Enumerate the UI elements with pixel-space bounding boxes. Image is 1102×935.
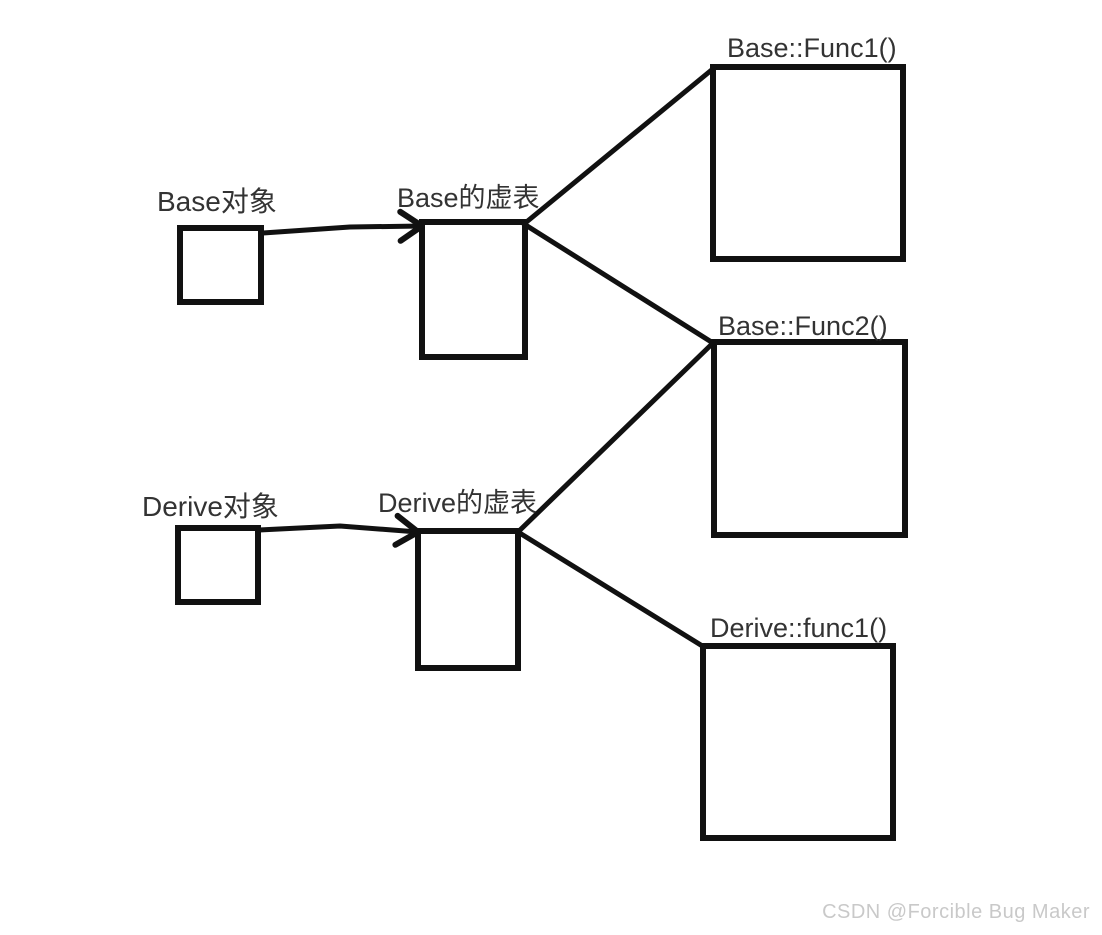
derive-vtable-to-func2-line: [515, 340, 716, 535]
base-func1-label: Base::Func1(): [727, 33, 897, 63]
derive-func1-label: Derive::func1(): [710, 613, 888, 643]
base-func1-box: [710, 64, 906, 262]
derive-object-box: [175, 525, 261, 605]
derive-object-to-vtable-arrow-head-upper: [392, 529, 421, 548]
base-vtable-to-func2-line: [521, 221, 716, 346]
base-object-to-vtable-arrow: [260, 223, 425, 236]
base-object-label: Base对象: [157, 186, 277, 217]
base-vtable-to-func1-line: [521, 65, 717, 227]
base-func2-box: [711, 339, 908, 538]
base-vtable-box: [419, 219, 528, 360]
derive-vtable-label: Derive的虚表: [378, 488, 538, 518]
base-object-box: [177, 225, 264, 305]
derive-vtable-box: [415, 528, 521, 671]
derive-func1-box: [700, 643, 896, 841]
base-vtable-label: Base的虚表: [397, 183, 540, 213]
base-func2-label: Base::Func2(): [718, 311, 888, 341]
base-object-to-vtable-arrow-head-lower: [397, 208, 425, 229]
watermark: CSDN @Forcible Bug Maker: [822, 901, 1090, 923]
derive-object-to-vtable-arrow-head-lower: [394, 512, 421, 535]
derive-object-label: Derive对象: [142, 491, 279, 522]
derive-vtable-to-func1-line: [515, 529, 707, 650]
base-object-to-vtable-arrow-head-upper: [397, 223, 425, 244]
derive-object-to-vtable-arrow: [256, 523, 421, 535]
